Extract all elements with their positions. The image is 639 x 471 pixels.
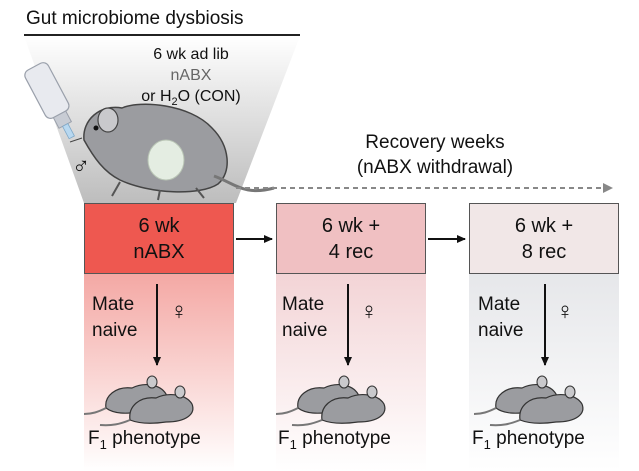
stage-1-line-1: 6 wk bbox=[138, 214, 180, 237]
phenotype-label-3: F1 phenotype bbox=[472, 428, 585, 452]
recovery-line-1: Recovery weeks bbox=[365, 132, 505, 153]
stage-box-1: 6 wk nABX bbox=[84, 203, 234, 274]
phenotype-label-2: F1 phenotype bbox=[278, 428, 391, 452]
mate-label-1: Mate naive bbox=[92, 294, 138, 341]
stage-3-line-1: 6 wk + bbox=[514, 214, 574, 237]
treatment-label: 6 wk ad lib nABX or H2O (CON) bbox=[116, 44, 266, 113]
stage-1-line-2: nABX bbox=[133, 240, 185, 263]
male-symbol: ♂ bbox=[72, 153, 90, 180]
treatment-line-2: nABX bbox=[170, 67, 212, 84]
recovery-line-2: (nABX withdrawal) bbox=[356, 157, 514, 178]
diagram-title: Gut microbiome dysbiosis bbox=[26, 8, 244, 29]
female-symbol-3: ♀ bbox=[556, 298, 574, 325]
stage-2-fade bbox=[276, 274, 426, 471]
stage-3-line-2: 8 rec bbox=[521, 240, 567, 263]
offspring-mice-icon bbox=[83, 375, 194, 427]
recovery-label: Recovery weeks (nABX withdrawal) bbox=[320, 130, 550, 180]
mate-label-3: Mate naive bbox=[478, 294, 524, 341]
female-symbol-1: ♀ bbox=[170, 298, 188, 325]
female-symbol-2: ♀ bbox=[360, 298, 378, 325]
phenotype-label-1: F1 phenotype bbox=[88, 428, 201, 452]
stage-1-fade bbox=[84, 274, 234, 471]
stage-box-2: 6 wk + 4 rec bbox=[276, 203, 426, 274]
title-underline bbox=[24, 34, 300, 36]
stage-box-3: 6 wk + 8 rec bbox=[469, 203, 619, 274]
stage-2-line-1: 6 wk + bbox=[321, 214, 381, 237]
treatment-line-1: 6 wk ad lib bbox=[153, 46, 229, 63]
mouse-icon bbox=[69, 103, 275, 201]
mate-label-2: Mate naive bbox=[282, 294, 328, 341]
treatment-line-3: or H2O (CON) bbox=[141, 88, 241, 109]
water-bottle-icon bbox=[24, 62, 75, 140]
stage-2-line-2: 4 rec bbox=[328, 240, 374, 263]
